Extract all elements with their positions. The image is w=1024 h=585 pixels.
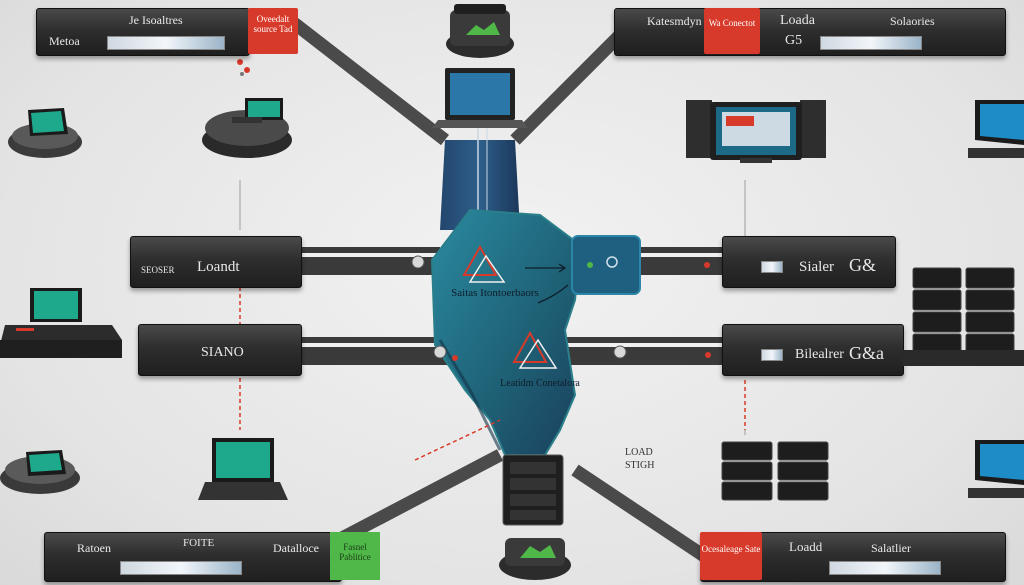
rack-top-left: Je Isoaltres Metoa bbox=[36, 8, 250, 56]
rack-bottom-left-mid-text: FOITE bbox=[183, 537, 215, 549]
server-stack-bottom-right bbox=[721, 441, 829, 501]
rack-top-left-sublabel: Je Isoaltres bbox=[129, 13, 183, 27]
rack-mid-right-2-label: Bilealrer bbox=[795, 347, 844, 362]
rack-bottom-left-label: Ratoen bbox=[77, 541, 111, 555]
rack-mid-left-1: SEOSER Loandt bbox=[130, 236, 302, 288]
rack-bottom-left: Ratoen FOITE Datalloce bbox=[44, 532, 342, 582]
rack-mid-left-2: SIANO bbox=[138, 324, 302, 376]
rack-mid-left-1-sublabel: SEOSER bbox=[141, 265, 175, 275]
rack-top-right-title: Loada bbox=[780, 13, 815, 28]
rack-bottom-right-red-panel: Ocesaleage Sate bbox=[700, 532, 762, 580]
grey-guide-lines bbox=[239, 180, 746, 435]
rack-mid-left-2-label: SIANO bbox=[201, 345, 244, 360]
rack-bottom-left-right-text: Datalloce bbox=[273, 541, 319, 555]
hub-arrows bbox=[525, 263, 569, 304]
rack-mid-right-1-logo: G& bbox=[849, 255, 876, 275]
load-note-line-2: STIGH bbox=[625, 460, 655, 471]
red-signal-lines bbox=[239, 280, 746, 461]
hub-upper-text: Saitas Itontoerbaors bbox=[451, 287, 539, 299]
rack-top-right-small-text: G5 bbox=[785, 33, 803, 48]
rack-top-right-screen bbox=[820, 36, 922, 50]
rack-bottom-left-green-panel: Fasnel Pablitice bbox=[330, 532, 380, 580]
rack-top-right-label: Katesmdyn bbox=[647, 14, 702, 28]
hub-lower-text: Leatidm Conetalora bbox=[500, 378, 580, 389]
device-bottom-center bbox=[499, 538, 571, 580]
rack-bottom-right-right-text: Salatlier bbox=[871, 541, 911, 555]
rack-top-left-red-panel: Oveedalt source Tad bbox=[248, 8, 298, 54]
rack-bottom-left-screen bbox=[120, 561, 242, 575]
device-bottom-left bbox=[0, 450, 80, 494]
rack-bottom-right-label: Loadd bbox=[789, 539, 823, 554]
rack-mid-left-1-label: Loandt bbox=[197, 259, 240, 275]
desktop-top-right bbox=[686, 100, 826, 163]
server-stack-right bbox=[912, 267, 1015, 355]
router-top-center bbox=[446, 4, 514, 58]
rack-top-left-screen bbox=[107, 36, 225, 50]
hub-triangle-icons bbox=[462, 244, 558, 369]
laptop-bottom-left bbox=[198, 438, 288, 500]
server-tower-bottom bbox=[502, 454, 564, 526]
rack-top-left-label: Metoa bbox=[49, 34, 80, 48]
monitor-right-bottom bbox=[968, 440, 1024, 498]
load-note-line-1: LOAD bbox=[625, 447, 653, 458]
rack-mid-right-2: Bilealrer G&a bbox=[722, 324, 904, 376]
rack-top-right: Katesmdyn Loada Solaories G5 bbox=[614, 8, 1006, 56]
rack-mid-right-2-logo: G&a bbox=[849, 343, 884, 363]
rack-mid-right-1: Sialer G& bbox=[722, 236, 896, 288]
device-router-upper-left bbox=[202, 98, 292, 158]
device-mid-left bbox=[0, 288, 122, 358]
rack-mid-right-1-screen bbox=[761, 261, 783, 273]
rack-mid-right-2-screen bbox=[761, 349, 783, 361]
rack-mid-right-1-label: Sialer bbox=[799, 259, 834, 275]
device-top-left bbox=[8, 108, 82, 158]
laptop-top-center bbox=[432, 68, 528, 128]
rack-top-right-red-panel: Wa Conectot bbox=[704, 8, 760, 54]
central-hub bbox=[430, 208, 582, 456]
rack-mid-right-2-extension bbox=[902, 350, 1024, 366]
hub-mini-module bbox=[571, 235, 641, 295]
rack-top-right-right-text: Solaories bbox=[890, 14, 935, 28]
monitor-right-top bbox=[968, 100, 1024, 158]
rack-bottom-right-screen bbox=[829, 561, 941, 575]
